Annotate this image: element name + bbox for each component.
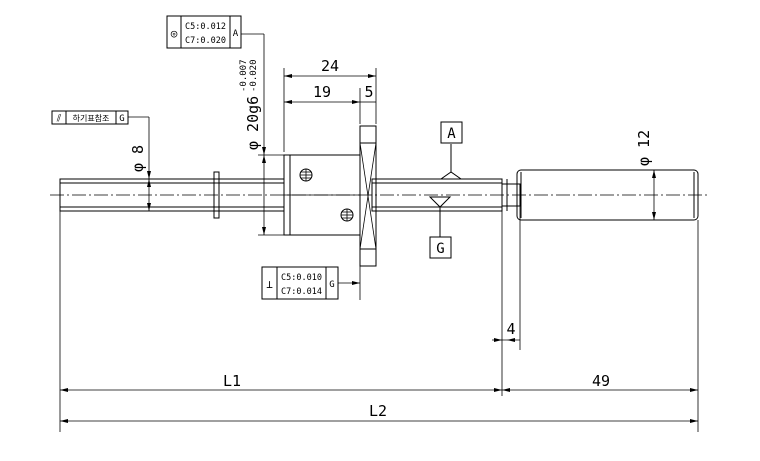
tol-perpendicular-datum: G [329, 280, 334, 290]
dim-nut-tol-upper: -0.007 [239, 59, 249, 92]
dim-length-l2: L2 [369, 402, 387, 420]
dim-shaft-end-diameter: φ 8 [129, 145, 147, 172]
snap-ring [213, 171, 220, 219]
dim-flange-thickness: 5 [364, 83, 373, 101]
gap-dim: 4 [492, 206, 521, 350]
oil-hole-bottom [340, 208, 354, 222]
tol-concentric-datum: A [233, 29, 239, 39]
oil-hole-top [299, 168, 313, 182]
overall-length-dims: L1 49 L2 [59, 211, 699, 432]
dim-support-diameter: φ 12 [635, 130, 653, 166]
tol-concentric-line2: C7:0.020 [185, 36, 226, 46]
tol-frame-concentric: ◎ C5:0.012 C7:0.020 A [166, 15, 266, 155]
dim-flange-offset: 19 [313, 83, 331, 101]
tol-concentric-line1: C5:0.012 [185, 22, 226, 32]
tol-frame-perpendicular: ⊥ C5:0.010 C7:0.014 G [261, 266, 361, 300]
ball-nut [283, 125, 377, 267]
dim-nut-tol-lower: -0.020 [249, 59, 259, 92]
concentricity-icon: ◎ [171, 27, 178, 40]
nut-length-dims: 24 19 5 [283, 57, 377, 152]
dim-nut-length: 24 [321, 57, 339, 75]
nut-diameter-dim: φ 20g6 -0.007 -0.020 [239, 59, 284, 236]
tol-perpendicular-line1: C5:0.010 [281, 273, 322, 283]
runout-icon: ⫽ [56, 114, 62, 125]
nut-flange [359, 125, 377, 267]
datum-g-label: G [436, 241, 444, 257]
support-journal [516, 169, 699, 221]
datum-a-label: A [447, 126, 456, 142]
support-diameter-dim: φ 12 [635, 130, 656, 220]
shaft-diameter-dim: φ 8 [129, 145, 151, 211]
shaft-shoulder [501, 183, 521, 207]
perpendicularity-icon: ⊥ [266, 278, 273, 291]
datum-markers: A G [428, 121, 463, 259]
tol-runout-datum: G [119, 114, 124, 124]
tol-frame-runout: ⫽ 하기표참조 G [51, 110, 151, 179]
dim-nut-diameter: φ 20g6 [244, 96, 262, 150]
dim-length-support: 49 [592, 372, 610, 390]
dim-gap: 4 [506, 320, 515, 338]
tol-runout-note: 하기표참조 [73, 113, 110, 123]
tol-perpendicular-line2: C7:0.014 [281, 287, 322, 297]
dim-length-l1: L1 [223, 372, 241, 390]
shaft [50, 169, 710, 221]
